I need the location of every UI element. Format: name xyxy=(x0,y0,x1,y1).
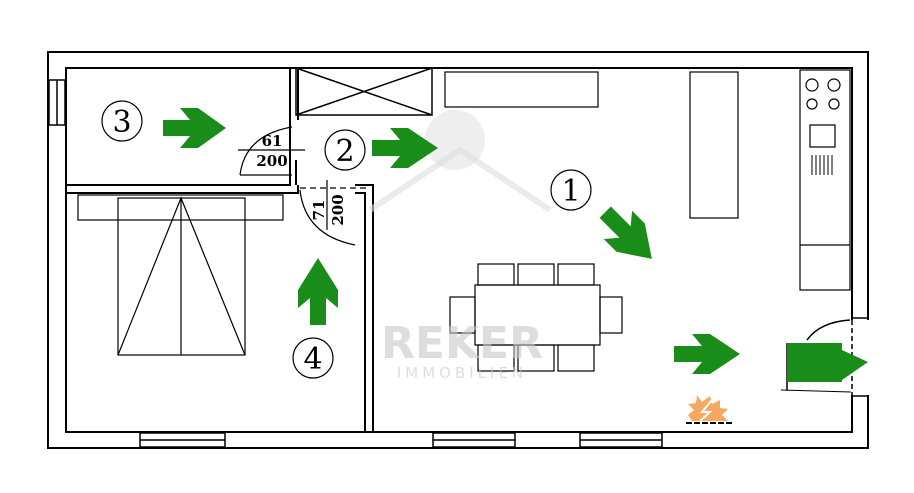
arrow-up-icon xyxy=(298,258,338,325)
room-marker-2 xyxy=(324,129,366,171)
room-marker-3 xyxy=(101,100,143,142)
door-2-height: 200 xyxy=(329,194,347,225)
door-2-width: 71 xyxy=(310,200,328,221)
room-number-4: 4 xyxy=(303,342,322,377)
arrow-right-icon xyxy=(372,128,438,168)
exit-arrow-icon xyxy=(787,343,868,382)
arrow-right-icon xyxy=(163,108,226,148)
wardrobe xyxy=(295,67,433,116)
arrow-down-right-icon xyxy=(599,206,652,259)
watermark-name: REKER xyxy=(381,318,543,369)
room-number-1: 1 xyxy=(561,174,580,209)
watermark-logo: REKER IMMOBILIEN xyxy=(368,110,552,382)
door-1-height: 200 xyxy=(256,152,287,170)
room-number-3: 3 xyxy=(112,105,131,140)
electric-icon xyxy=(686,395,732,424)
door-1-width: 61 xyxy=(262,132,283,150)
room-number-2: 2 xyxy=(335,134,354,169)
walls xyxy=(47,51,869,449)
windows xyxy=(48,79,663,448)
interior-doors xyxy=(238,126,370,246)
sink-drain xyxy=(811,155,833,175)
room-marker-1 xyxy=(550,169,592,211)
arrow-right-icon xyxy=(674,334,740,374)
furniture xyxy=(77,69,851,372)
direction-arrows xyxy=(163,108,868,382)
room-marker-4 xyxy=(292,337,334,379)
entry-door-opening xyxy=(851,320,869,395)
watermark-sub: IMMOBILIEN xyxy=(397,364,527,382)
